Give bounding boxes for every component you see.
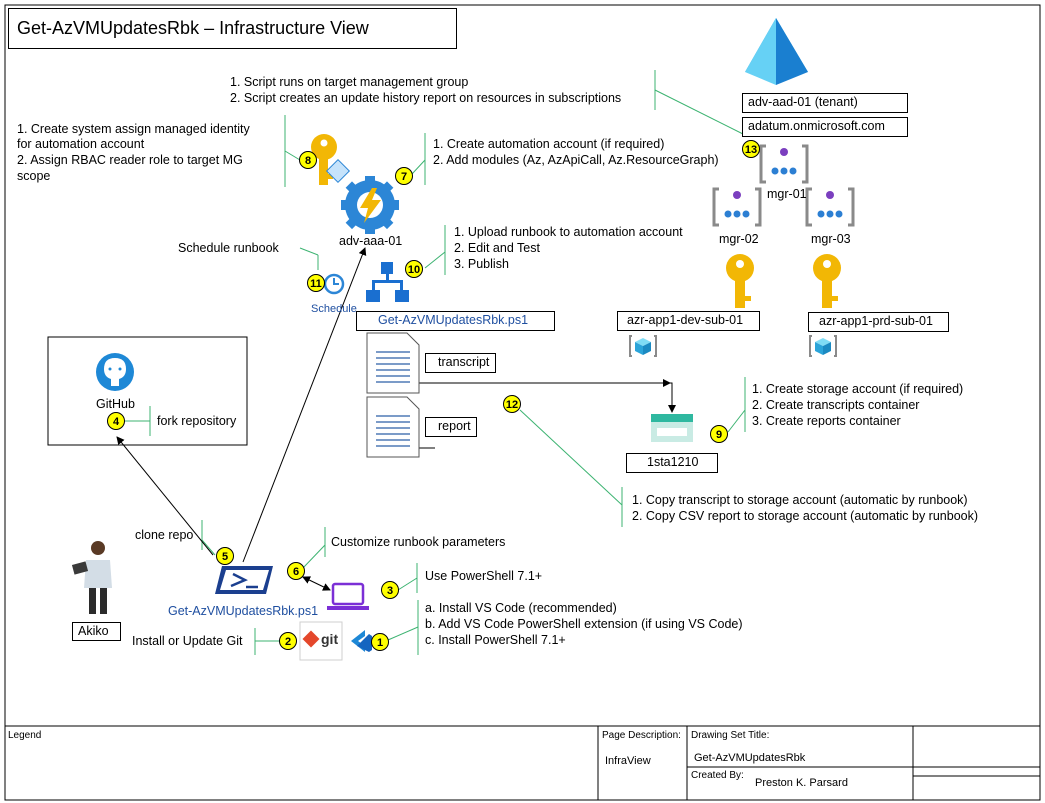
diagram-title: Get-AzVMUpdatesRbk – Infrastructure View (8, 8, 457, 49)
vscode-icon (351, 630, 372, 652)
report-label: report (425, 417, 477, 437)
storage-note-3: 3. Create reports container (752, 414, 901, 428)
mg-scope-note-1: 1. Script runs on target management grou… (230, 75, 469, 89)
storage-account-label: 1sta1210 (626, 453, 718, 473)
git-label: git (321, 631, 339, 647)
storage-note-1: 1. Create storage account (if required) (752, 382, 964, 396)
storage-note-2: 2. Create transcripts container (752, 398, 920, 412)
sub-dev-label: azr-app1-dev-sub-01 (617, 311, 760, 331)
automation-account-label: adv-aaa-01 (339, 234, 403, 248)
created-by-value: Preston K. Parsard (755, 777, 848, 789)
page-description-value: InfraView (605, 755, 651, 767)
git-note: Install or Update Git (132, 634, 243, 648)
step-badge-9: 9 (710, 425, 728, 443)
clone-note: clone repo (135, 528, 194, 542)
cube-icon (629, 335, 837, 357)
mgr-02-label: mgr-02 (719, 232, 759, 246)
user-name-label: Akiko (72, 622, 121, 641)
automation-note-2: 2. Add modules (Az, AzApiCall, Az.Resour… (433, 153, 719, 167)
github-icon (96, 353, 134, 391)
domain-label: adatum.onmicrosoft.com (742, 117, 908, 137)
step-badge-8: 8 (299, 151, 317, 169)
copy-note-1: 1. Copy transcript to storage account (a… (632, 493, 968, 507)
identity-note-1: 1. Create system assign managed identity (17, 122, 250, 136)
key-icon (311, 134, 841, 308)
runbook-note-3: 3. Publish (454, 257, 509, 271)
runbook-icon (366, 262, 409, 302)
sub-prd-label: azr-app1-prd-sub-01 (808, 312, 949, 332)
automation-note-1: 1. Create automation account (if require… (433, 137, 665, 151)
git-icon (299, 621, 343, 661)
github-box (47, 336, 248, 446)
vscode-note-3: c. Install PowerShell 7.1+ (425, 633, 566, 647)
mgr-03-label: mgr-03 (811, 232, 851, 246)
step-badge-2: 2 (279, 632, 297, 650)
identity-note-2: for automation account (17, 137, 145, 151)
storage-icon (651, 414, 693, 442)
powershell-icon (215, 566, 273, 594)
runbook-file-label: Get-AzVMUpdatesRbk.ps1 (356, 311, 555, 331)
mg-scope-note-2: 2. Script creates an update history repo… (230, 91, 622, 105)
step-badge-5: 5 (216, 547, 234, 565)
step-badge-7: 7 (395, 167, 413, 185)
transcript-label: transcript (425, 353, 496, 373)
mgr-01-label: mgr-01 (767, 187, 807, 201)
management-group-icon (724, 148, 843, 218)
powershell-note: Use PowerShell 7.1+ (425, 569, 543, 583)
runbook-note-1: 1. Upload runbook to automation account (454, 225, 683, 239)
footer-table (5, 725, 1040, 800)
identity-note-4: scope (17, 169, 51, 183)
identity-note-3: 2. Assign RBAC reader role to target MG (17, 153, 243, 167)
user-avatar-icon (71, 541, 112, 614)
step-badge-13: 13 (742, 140, 760, 158)
automation-gear-icon (325, 158, 399, 234)
laptop-icon (327, 582, 369, 610)
document-icon (366, 332, 420, 458)
step-badge-11: 11 (307, 274, 325, 292)
customize-note: Customize runbook parameters (331, 535, 506, 549)
schedule-note: Schedule runbook (178, 241, 279, 255)
github-label: GitHub (96, 397, 135, 411)
created-by-label: Created By: (691, 770, 744, 781)
vscode-note-1: a. Install VS Code (recommended) (425, 601, 617, 615)
local-script-label: Get-AzVMUpdatesRbk.ps1 (168, 604, 319, 618)
step-badge-6: 6 (287, 562, 305, 580)
leader-lines (124, 70, 746, 655)
fork-note: fork repository (157, 414, 237, 428)
step-badge-3: 3 (381, 581, 399, 599)
management-group-icon (712, 144, 855, 227)
runbook-note-2: 2. Edit and Test (454, 241, 540, 255)
tenant-label: adv-aad-01 (tenant) (742, 93, 908, 113)
azure-ad-icon (745, 18, 808, 85)
vscode-note-2: b. Add VS Code PowerShell extension (if … (425, 617, 743, 631)
schedule-clock-icon (323, 273, 345, 295)
step-badge-4: 4 (107, 412, 125, 430)
step-badge-1: 1 (371, 633, 389, 651)
drawing-set-label: Drawing Set Title: (691, 730, 770, 741)
page-description-label: Page Description: (602, 730, 681, 741)
step-badge-12: 12 (503, 395, 521, 413)
step-badge-10: 10 (405, 260, 423, 278)
legend-label: Legend (8, 730, 42, 741)
drawing-set-value: Get-AzVMUpdatesRbk (694, 752, 806, 764)
copy-note-2: 2. Copy CSV report to storage account (a… (632, 509, 979, 523)
schedule-label: Schedule (311, 303, 357, 315)
